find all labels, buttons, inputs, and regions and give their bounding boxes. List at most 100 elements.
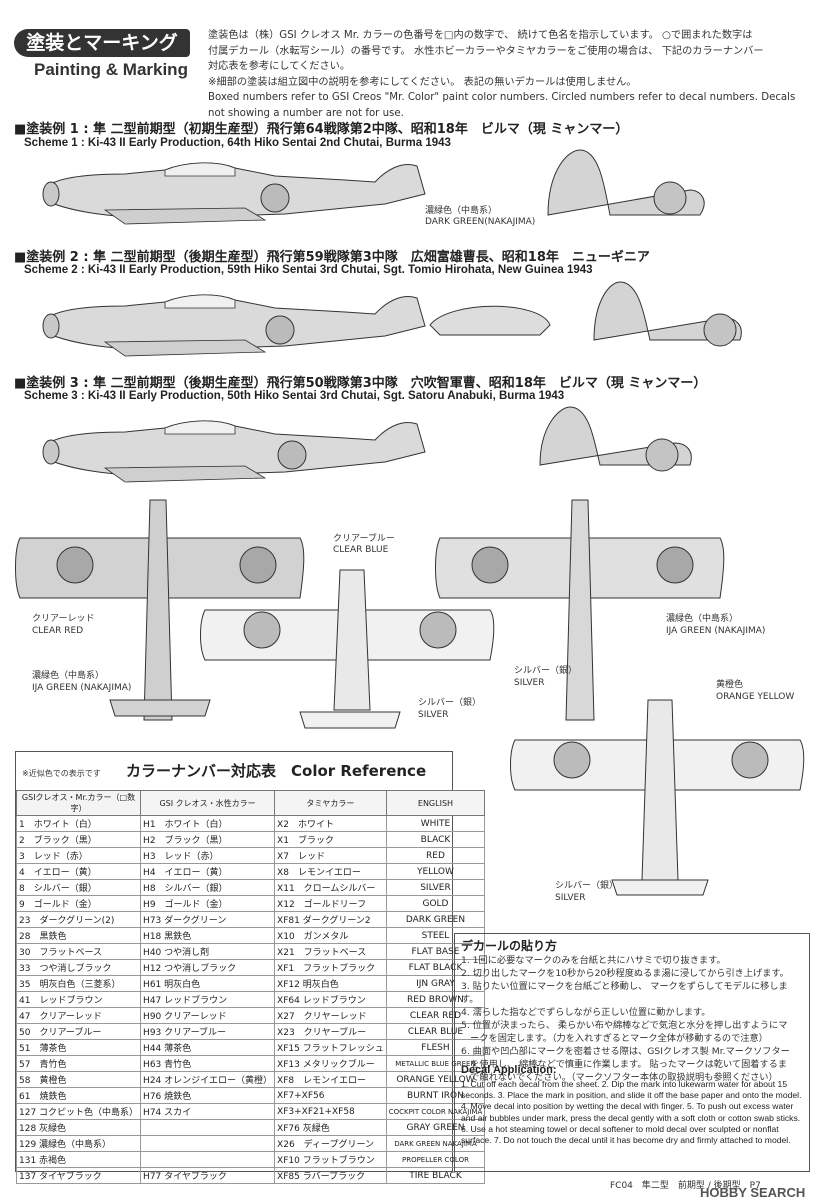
table-cell: 33 つや消しブラック: [15, 959, 142, 976]
table-cell: H4 イエロー（黄）: [140, 863, 276, 880]
watermark: HOBBY SEARCH: [700, 1185, 806, 1200]
decal-step: 6. 曲面や凹凸部にマークを密着させる際は、GSIクレオス製 Mr.マークソフタ…: [461, 1046, 790, 1057]
table-cell: X23 クリヤーブルー: [274, 1023, 387, 1040]
decal-step: 3. 貼りたい位置にマークを台紙ごと移動し、 マークをずらしてモデルに移します。: [461, 981, 788, 1005]
table-cell: H12 つや消しブラック: [140, 959, 276, 976]
table-cell: 28 黒鉄色: [15, 927, 142, 944]
decal-step: 5. 位置が決まったら、 柔らかい布や綿棒などで気泡と水分を押し出すようにマ: [461, 1020, 788, 1031]
label-silver-en-bottom: SILVER: [555, 893, 586, 903]
decal-step: を使用し、 綿棒などで慎重に作業します。 貼ったマークは乾いて固着するま: [461, 1059, 788, 1070]
table-cell: YELLOW: [385, 863, 486, 880]
table-cell: 58 黄橙色: [15, 1071, 142, 1088]
table-cell: [140, 1151, 276, 1168]
table-cell: H9 ゴールド（金）: [140, 895, 276, 912]
table-cell: X21 フラットベース: [274, 943, 387, 960]
label-clear-red-jp: クリアーレッド: [32, 614, 95, 624]
table-cell: XF81 ダークグリーン2: [274, 911, 387, 928]
table-cell: X27 クリヤーレッド: [274, 1007, 387, 1024]
intro-line: not showing a number are not for use.: [208, 107, 404, 119]
table-cell: RED: [385, 847, 486, 864]
section-title-en: Painting & Marking: [34, 60, 188, 79]
table-cell: 50 クリアーブルー: [15, 1023, 142, 1040]
label-ija-en: IJA GREEN (NAKAJIMA): [32, 683, 132, 693]
table-cell: SILVER: [385, 879, 486, 896]
label-silver-en: SILVER: [418, 710, 449, 720]
table-cell: [140, 1119, 276, 1136]
table-cell: XF7+XF56: [274, 1087, 387, 1104]
label-green-en: DARK GREEN(NAKAJIMA): [425, 217, 536, 227]
table-cell: H77 タイヤブラック: [140, 1167, 276, 1184]
table-cell: H93 クリアーブルー: [140, 1023, 276, 1040]
table-cell: XF85 ラバーブラック: [274, 1167, 387, 1184]
table-cell: 23 ダークグリーン(2): [15, 911, 142, 928]
intro-line: Boxed numbers refer to GSI Creos "Mr. Co…: [208, 92, 796, 104]
table-cell: 1 ホワイト（白）: [15, 815, 142, 832]
table-cell: H24 オレンジイエロー（黄橙）: [140, 1071, 276, 1088]
table-cell: X2 ホワイト: [274, 815, 387, 832]
label-ija-en-right: IJA GREEN (NAKAJIMA): [666, 626, 766, 636]
label-silver-jp: シルバー（銀）: [418, 698, 482, 708]
decal-text-en: 1. Cut off each decal from the sheet. 2.…: [461, 1079, 802, 1146]
color-reference-table: ※近似色での表示です カラーナンバー対応表 Color Reference GS…: [15, 751, 486, 1184]
decal-step: ークを固定します。（力を入れすぎるとマーク全体が移動するので注意）: [461, 1033, 768, 1044]
scheme-1-subtitle: Scheme 1 : Ki-43 II Early Production, 64…: [24, 137, 451, 149]
scheme-2-subtitle: Scheme 2 : Ki-43 II Early Production, 59…: [24, 264, 593, 276]
table-cell: 47 クリアーレッド: [15, 1007, 142, 1024]
table-note: ※近似色での表示です: [22, 769, 101, 778]
table-cell: XF76 灰緑色: [274, 1119, 387, 1136]
plan-view-top-right: [435, 499, 725, 721]
table-cell: GOLD: [385, 895, 486, 912]
scheme-2-tail-view: [593, 281, 742, 347]
table-cell: H8 シルバー（銀）: [140, 879, 276, 896]
table-cell: 51 薄茶色: [15, 1039, 142, 1056]
table-cell: H90 クリアーレッド: [140, 1007, 276, 1024]
decal-steps-jp: 1. 1回に必要なマークのみを台紙と共にハサミで切り抜きます。 2. 切り出した…: [461, 954, 805, 1084]
col-header: タミヤカラー: [274, 790, 387, 816]
table-cell: XF3+XF21+XF58: [274, 1103, 387, 1120]
table-cell: X7 レッド: [274, 847, 387, 864]
table-cell: H40 つや消し剤: [140, 943, 276, 960]
scheme-3-side-view: [42, 420, 426, 483]
plan-view-bottom-center: [200, 569, 495, 729]
label-silver-jp-bottom: シルバー（銀）: [555, 881, 619, 891]
decal-title-en: Decal Application:: [461, 1064, 557, 1076]
decal-instructions: デカールの貼り方 1. 1回に必要なマークのみを台紙と共にハサミで切り抜きます。…: [454, 933, 810, 1172]
decal-title-jp: デカールの貼り方: [461, 939, 558, 953]
table-cell: H18 黒鉄色: [140, 927, 276, 944]
table-cell: 129 濃緑色（中島系）: [15, 1135, 142, 1152]
label-green-jp: 濃緑色（中島系）: [425, 206, 498, 216]
table-cell: H44 薄茶色: [140, 1039, 276, 1056]
table-cell: 3 レッド（赤）: [15, 847, 142, 864]
scheme-3-subtitle: Scheme 3 : Ki-43 II Early Production, 50…: [24, 390, 565, 402]
table-cell: DARK GREEN: [385, 911, 486, 928]
table-cell: 41 レッドブラウン: [15, 991, 142, 1008]
table-cell: XF13 メタリックブルー: [274, 1055, 387, 1072]
col-header: GSIクレオス・Mr.カラー（□数字）: [15, 790, 142, 816]
section-title: 塗装とマーキング: [14, 29, 190, 57]
table-cell: 137 タイヤブラック: [15, 1167, 142, 1184]
scheme-1-side-view: [42, 162, 426, 225]
table-cell: X11 クロームシルバー: [274, 879, 387, 896]
scheme-3-title: ■塗装例 3 : 隼 二型前期型（後期生産型）飛行第50戦隊第3中隊 穴吹智軍曹…: [14, 376, 707, 391]
table-cell: BLACK: [385, 831, 486, 848]
table-cell: H47 レッドブラウン: [140, 991, 276, 1008]
color-table: GSIクレオス・Mr.カラー（□数字） GSI クレオス・水性カラー タミヤカラ…: [15, 790, 486, 1184]
table-cell: 35 明灰白色（三菱系）: [15, 975, 142, 992]
table-cell: XF15 フラットフレッシュ: [274, 1039, 387, 1056]
scheme-1-tail-view: [547, 149, 705, 216]
